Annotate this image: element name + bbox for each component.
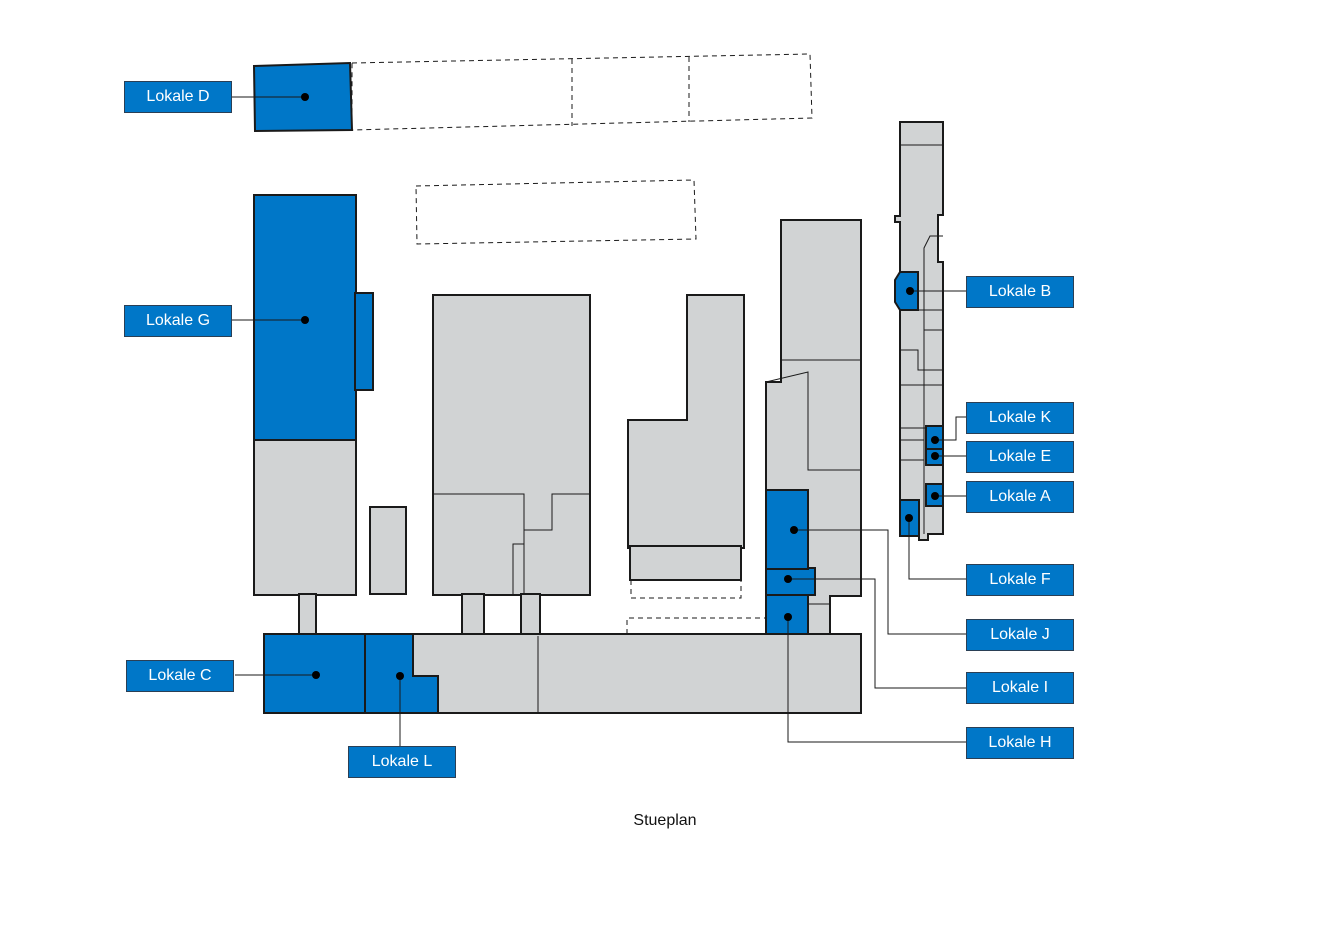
unit-d-dot <box>301 93 309 101</box>
unit-a-dot <box>931 492 939 500</box>
label-lokale-k[interactable]: Lokale K <box>966 402 1074 434</box>
unit-c-dot <box>312 671 320 679</box>
unit-k-dot <box>931 436 939 444</box>
unit-f-dot <box>905 514 913 522</box>
building-g-corridor <box>298 593 317 637</box>
narrow-building <box>894 121 944 541</box>
label-lokale-g[interactable]: Lokale G <box>124 305 232 337</box>
label-lokale-f[interactable]: Lokale F <box>966 564 1074 596</box>
unit-g-annex-shape[interactable] <box>354 292 374 391</box>
unit-l-dot <box>396 672 404 680</box>
label-lokale-b[interactable]: Lokale B <box>966 276 1074 308</box>
unit-b-dot <box>906 287 914 295</box>
label-lokale-e[interactable]: Lokale E <box>966 441 1074 473</box>
plan-caption: Stueplan <box>633 812 697 829</box>
unit-i-dot <box>784 575 792 583</box>
small-block <box>369 506 407 595</box>
unit-h-dot <box>784 613 792 621</box>
label-lokale-a[interactable]: Lokale A <box>966 481 1074 513</box>
middle-corridor-1 <box>461 593 485 637</box>
label-lokale-l[interactable]: Lokale L <box>348 746 456 778</box>
unit-e-dot <box>931 452 939 460</box>
stepped-building <box>627 294 745 549</box>
label-lokale-h[interactable]: Lokale H <box>966 727 1074 759</box>
label-lokale-d[interactable]: Lokale D <box>124 81 232 113</box>
stepped-annex <box>629 545 742 581</box>
unit-j-dot <box>790 526 798 534</box>
middle-building <box>432 294 591 596</box>
label-lokale-i[interactable]: Lokale I <box>966 672 1074 704</box>
middle-corridor-2 <box>520 593 541 637</box>
label-lokale-c[interactable]: Lokale C <box>126 660 234 692</box>
label-lokale-j[interactable]: Lokale J <box>966 619 1074 651</box>
unit-g-dot <box>301 316 309 324</box>
